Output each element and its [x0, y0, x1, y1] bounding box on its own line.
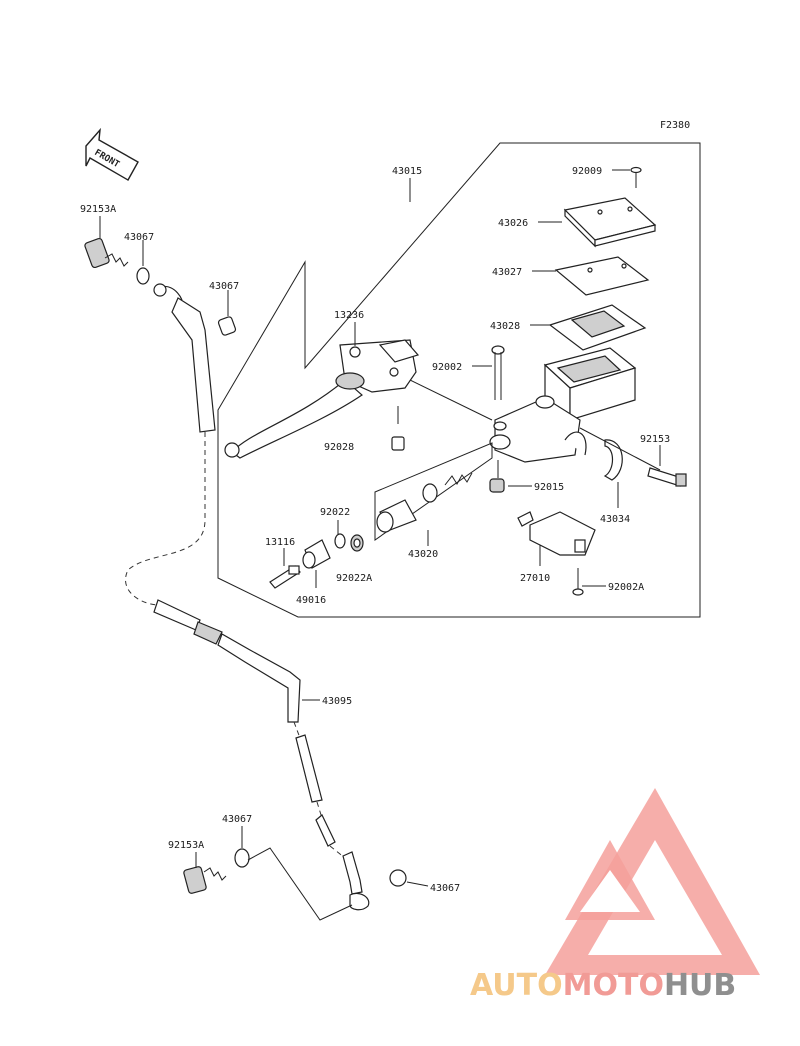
label-92015: 92015: [534, 482, 564, 493]
washer-top-a: [136, 267, 150, 285]
watermark-text: AUTOMOTOHUB: [470, 968, 736, 1003]
label-92002: 92002: [432, 362, 462, 373]
boot-49016: [302, 539, 331, 569]
label-43034: 43034: [600, 514, 630, 525]
label-92002A: 92002A: [608, 582, 644, 593]
watermark-auto: AUTO: [470, 968, 563, 1003]
handlebar-clamp: [603, 439, 623, 481]
label-43028: 43028: [490, 321, 520, 332]
label-92022: 92022: [320, 507, 350, 518]
clutch-lever: [224, 339, 420, 459]
watermark-moto: MOTO: [563, 968, 664, 1003]
washer-bottom-a: [234, 848, 250, 868]
nut-92015: [489, 478, 505, 493]
label-92028: 92028: [324, 442, 354, 453]
label-43026: 43026: [498, 218, 528, 229]
label-92153: 92153: [640, 434, 670, 445]
label-92153A-top: 92153A: [80, 204, 116, 215]
watermark-logo: [545, 788, 760, 975]
label-43067-b: 43067: [209, 281, 239, 292]
diagram-code: F2380: [660, 120, 690, 131]
screw-92009: [630, 166, 642, 188]
washer-top-b: [217, 316, 237, 336]
diaphragm-plate: [554, 256, 650, 296]
diaphragm: [548, 304, 647, 351]
hose-routing: [125, 432, 206, 606]
label-92022A: 92022A: [336, 573, 372, 584]
front-arrow-icon: FRONT: [85, 127, 139, 181]
label-43067-a: 43067: [124, 232, 154, 243]
label-43020: 43020: [408, 549, 438, 560]
label-27010: 27010: [520, 573, 550, 584]
banjo-bolt-top: [84, 237, 129, 269]
clutch-hose: [153, 599, 370, 911]
label-92009: 92009: [572, 166, 602, 177]
assembly-outline: [217, 142, 701, 618]
label-43015: 43015: [392, 166, 422, 177]
label-43027: 43027: [492, 267, 522, 278]
washer-bottom-b: [389, 869, 407, 887]
banjo-bolt-bottom: [183, 866, 227, 894]
label-43067-c: 43067: [222, 814, 252, 825]
pushrod-13116: [269, 565, 301, 589]
label-43067-d: 43067: [430, 883, 460, 894]
label-13236: 13236: [334, 310, 364, 321]
washer-92022: [334, 533, 346, 549]
watermark-hub: HUB: [664, 968, 736, 1003]
piston-set-outline: [374, 442, 493, 541]
screw-92002A: [572, 568, 584, 596]
label-13116: 13116: [265, 537, 295, 548]
piston-set: [376, 472, 473, 533]
pivot-collar: [391, 436, 405, 451]
master-cylinder-body: [489, 347, 637, 463]
hose-fitting-top: [171, 297, 216, 433]
switch-27010: [517, 511, 596, 556]
label-92153A-bottom: 92153A: [168, 840, 204, 851]
bolt-92002: [491, 345, 505, 400]
bolt-92153: [647, 467, 687, 487]
label-43095: 43095: [322, 696, 352, 707]
reservoir-cover: [563, 197, 657, 248]
label-49016: 49016: [296, 595, 326, 606]
